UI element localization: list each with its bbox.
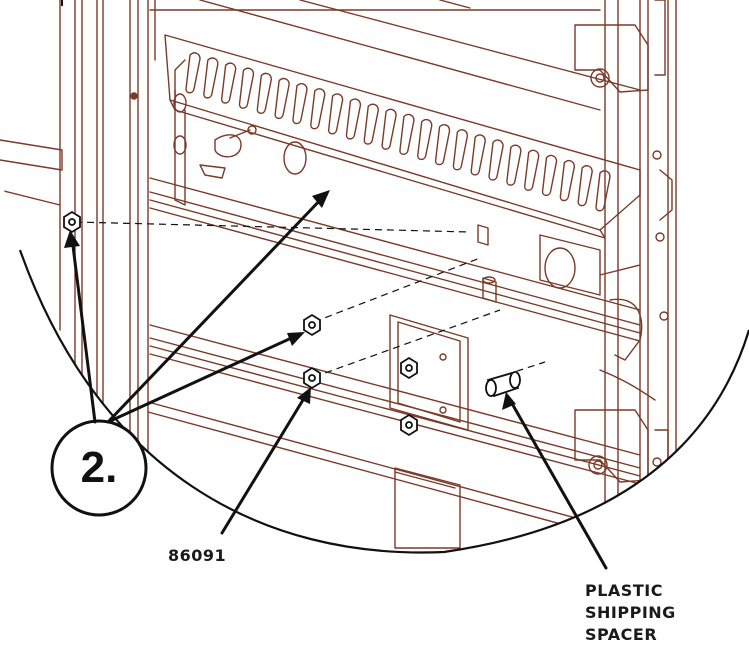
arrowheads [64, 190, 516, 410]
nut-left [63, 210, 81, 234]
detail-circle-edge [18, 249, 749, 554]
grille-slots [185, 52, 611, 212]
vent-grille-plate [164, 34, 641, 239]
grille-slot [256, 72, 273, 114]
leader-to-part-number [220, 393, 308, 535]
nut-upper [303, 313, 321, 337]
leader-to-spacer [508, 398, 608, 570]
grille-slot [595, 170, 611, 212]
upper-back-panel [149, 0, 641, 111]
shipping-spacer [485, 371, 521, 398]
grille-slot [238, 67, 255, 109]
grille-slot [417, 118, 433, 161]
nut-lower [303, 366, 321, 390]
nut-plate-top [400, 356, 418, 380]
nut-plate-bottom [400, 413, 418, 437]
spacer-pins [477, 224, 497, 303]
grille-slot [541, 154, 558, 197]
grille-slot [363, 103, 379, 145]
middle-rail [149, 177, 641, 342]
grille-slot [274, 77, 290, 120]
grille-slot [452, 129, 469, 171]
explode-lines [74, 221, 546, 378]
grille-slot [577, 165, 593, 207]
grille-slot [327, 93, 344, 135]
grille-slot [470, 134, 486, 176]
grille-slot [523, 149, 540, 191]
round-opening [283, 141, 307, 175]
grille-slot [203, 57, 219, 99]
spacer-callout-label: PLASTIC SHIPPING SPACER [585, 580, 676, 646]
part-number-label: 86091 [168, 546, 227, 565]
grille-slot [310, 88, 326, 130]
right-mechanism [539, 234, 656, 401]
grille-slot [559, 159, 576, 202]
left-hinge-bracket [173, 89, 257, 206]
step-callout-circle [50, 419, 148, 517]
spacer-label-line-2: SHIPPING [585, 603, 676, 622]
grille-slot [434, 124, 451, 166]
lower-rail [147, 324, 641, 541]
grille-slot [345, 98, 362, 140]
grille-slot [488, 139, 504, 181]
grille-slot [292, 83, 308, 125]
grille-slot [220, 62, 237, 104]
grille-slot [381, 108, 397, 150]
spacer-label-line-1: PLASTIC [585, 581, 663, 600]
step-number-label: 2. [80, 443, 118, 492]
bottom-block [394, 467, 461, 549]
leader-to-grille [106, 194, 326, 424]
leader-lines [70, 194, 608, 570]
left-frame-post [0, 0, 104, 451]
cabinet-line-art [0, 0, 677, 549]
spacer-label-line-3: SPACER [585, 625, 658, 644]
grille-slot [399, 113, 415, 156]
leader-to-upper-nut [106, 333, 300, 424]
right-frame-post [604, 0, 677, 541]
leader-to-left-nut [70, 236, 97, 424]
grille-slot [506, 144, 522, 186]
hex-nuts [63, 210, 418, 437]
grille-slot [185, 52, 201, 94]
upper-latch [574, 0, 666, 93]
